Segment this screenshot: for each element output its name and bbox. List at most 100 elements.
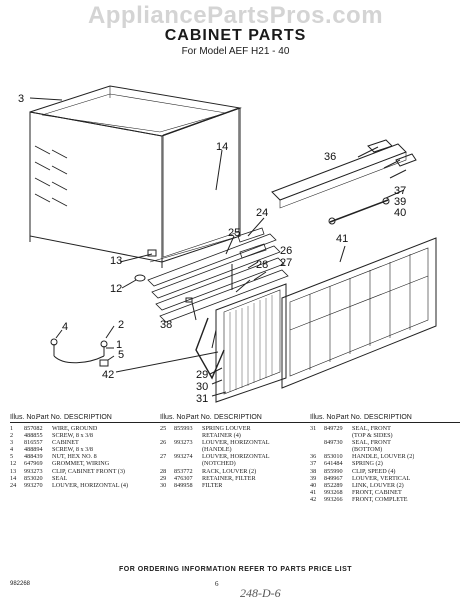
illus-number: 40 bbox=[310, 481, 317, 489]
callout: 37 bbox=[394, 185, 406, 197]
table-row: (NOTCHED) bbox=[160, 460, 310, 467]
cabinet-shell bbox=[29, 85, 242, 268]
part-description: SEAL bbox=[52, 474, 68, 482]
part-number bbox=[174, 460, 202, 467]
page-title: CABINET PARTS bbox=[164, 27, 307, 44]
filter-assembly bbox=[215, 283, 287, 403]
part-number: 853772 bbox=[174, 467, 193, 475]
handwritten-note: 248-D-6 bbox=[240, 586, 281, 600]
illus-number: 14 bbox=[10, 474, 17, 482]
part-description: SCREW, 8 x 3/8 bbox=[52, 432, 94, 440]
part-description: LOUVER, HORIZONTAL bbox=[202, 453, 270, 461]
table-row: (HANDLE) bbox=[160, 446, 310, 453]
part-description: SEAL, FRONT bbox=[352, 425, 391, 432]
part-description: WIRE, GROUND bbox=[52, 425, 98, 432]
callout: 31 bbox=[196, 393, 208, 405]
callout: 3 bbox=[18, 93, 24, 105]
table-row: RETAINER (4) bbox=[160, 432, 310, 439]
exploded-diagram: 3 14 36 37 39 40 24 25 26 27 28 41 13 12… bbox=[18, 85, 437, 405]
callout: 14 bbox=[216, 141, 228, 153]
part-description: NUT, HEX NO. 8 bbox=[52, 453, 97, 461]
illus-number: 3 bbox=[10, 439, 14, 447]
part-number: 993274 bbox=[174, 453, 193, 461]
illus-number: 37 bbox=[310, 460, 317, 468]
part-description: (NOTCHED) bbox=[202, 460, 236, 468]
part-description: LINK, LOUVER (2) bbox=[352, 481, 404, 489]
part-number: 993266 bbox=[324, 495, 343, 503]
part-description: SPRING (2) bbox=[352, 460, 383, 468]
horizontal-louvers bbox=[147, 227, 289, 323]
part-number: 488855 bbox=[24, 432, 43, 440]
callout: 29 bbox=[196, 369, 208, 381]
part-number bbox=[324, 446, 352, 453]
page-number: 6 bbox=[215, 580, 219, 588]
part-number: 476307 bbox=[174, 474, 193, 482]
illus-number bbox=[160, 446, 174, 453]
watermark: AppliancePartsPros.com bbox=[87, 2, 384, 29]
illus-number: 5 bbox=[10, 453, 14, 461]
filter-retainer bbox=[195, 317, 225, 380]
part-number: 647969 bbox=[24, 460, 43, 468]
part-description: CABINET bbox=[52, 439, 79, 447]
illus-number: 39 bbox=[310, 474, 317, 482]
callout: 4 bbox=[62, 321, 68, 333]
part-number: 857082 bbox=[24, 425, 43, 432]
part-description: SEAL, FRONT bbox=[352, 439, 391, 447]
part-description: SCREW, 8 x 3/8 bbox=[52, 446, 94, 454]
illus-number bbox=[310, 446, 324, 453]
callout: 27 bbox=[280, 257, 292, 269]
speed-clips bbox=[185, 297, 197, 321]
callout: 26 bbox=[280, 245, 292, 257]
part-number: 849729 bbox=[324, 425, 343, 432]
model-subtitle: For Model AEF H21 - 40 bbox=[181, 46, 290, 57]
part-description: FRONT, CABINET bbox=[352, 488, 402, 496]
part-number: 816557 bbox=[24, 439, 43, 447]
part-number bbox=[174, 432, 202, 439]
part-description: FILTER bbox=[202, 481, 223, 489]
callout: 5 bbox=[118, 349, 124, 361]
illus-number: 2 bbox=[10, 432, 14, 440]
table-row: (BOTTOM) bbox=[310, 446, 460, 453]
illus-number: 4 bbox=[10, 446, 14, 454]
illus-number: 25 bbox=[160, 425, 167, 432]
callout: 42 bbox=[102, 369, 114, 381]
part-description: FRONT, COMPLETE bbox=[352, 495, 408, 503]
part-description: LOUVER, HORIZONTAL bbox=[202, 439, 270, 447]
table-row: 3 816557 CABINET bbox=[10, 439, 160, 446]
ground-wire bbox=[50, 338, 109, 367]
part-description: (BOTTOM) bbox=[352, 446, 383, 454]
callout: 30 bbox=[196, 381, 208, 393]
callout: 12 bbox=[110, 283, 122, 295]
illus-number bbox=[310, 432, 324, 439]
illus-number: 13 bbox=[10, 467, 17, 475]
illus-number: 30 bbox=[160, 481, 167, 489]
part-description: LOUVER, VERTICAL bbox=[352, 474, 411, 482]
table-row: 1 857082 WIRE, GROUND bbox=[10, 425, 160, 432]
part-description: RETAINER (4) bbox=[202, 432, 241, 440]
callout: 28 bbox=[256, 259, 268, 271]
part-number: 855993 bbox=[174, 425, 193, 432]
part-description: GROMMET, WIRING bbox=[52, 460, 110, 468]
illus-number: 1 bbox=[10, 425, 14, 432]
part-number bbox=[174, 446, 202, 453]
callout: 2 bbox=[118, 319, 124, 331]
illus-number: 38 bbox=[310, 467, 317, 475]
table-row: 39 849967 LOUVER, VERTICAL bbox=[310, 475, 460, 482]
part-number: 849967 bbox=[324, 474, 343, 482]
part-description: (TOP & SIDES) bbox=[352, 432, 393, 440]
part-number: 641484 bbox=[324, 460, 343, 468]
part-description: CLIP, CABINET FRONT (3) bbox=[52, 467, 125, 475]
part-description: LOUVER, HORIZONTAL (4) bbox=[52, 481, 129, 489]
